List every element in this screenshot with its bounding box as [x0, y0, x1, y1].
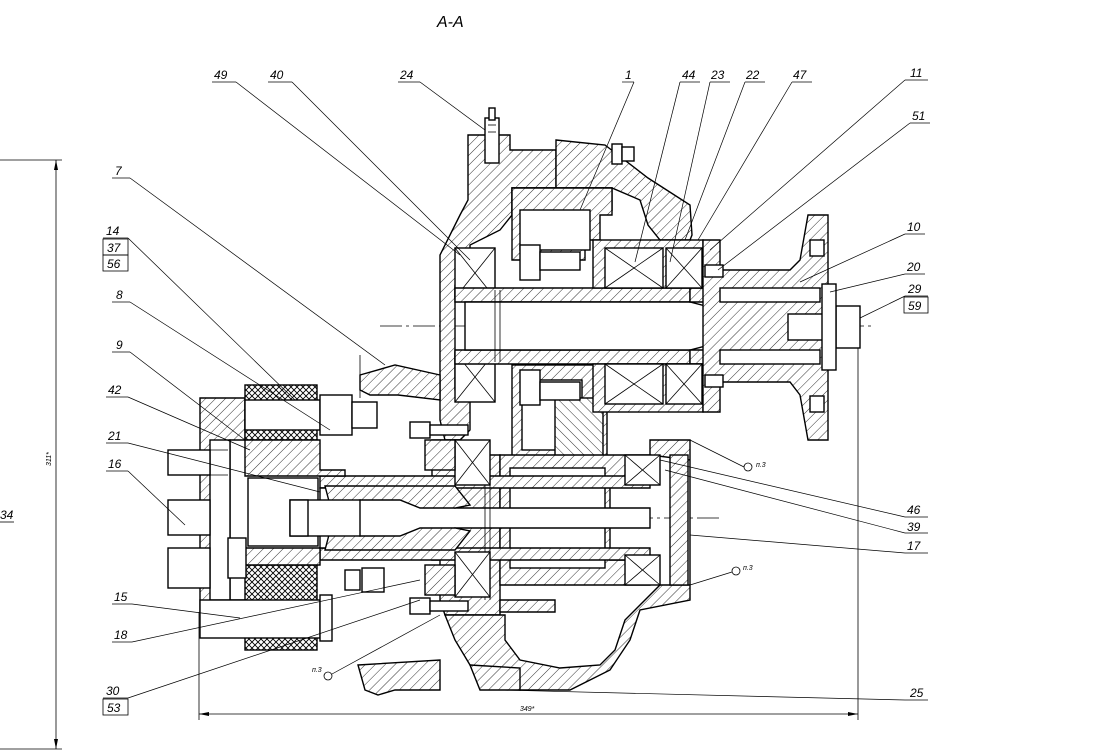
coupling-assembly [199, 384, 385, 651]
callout-16: 16 [108, 457, 122, 471]
lower-right-bearing [624, 454, 689, 586]
top-right-bolt [611, 143, 635, 165]
callout-23: 23 [710, 68, 725, 82]
callout-15: 15 [114, 590, 128, 604]
callout-49: 49 [214, 68, 228, 82]
view-mark-3: п.3 [312, 614, 441, 681]
callout-25: 25 [909, 686, 924, 700]
callout-14: 14 [106, 224, 120, 238]
upper-gear-bolts [519, 244, 581, 406]
callout-20: 20 [906, 260, 921, 274]
callout-7: 7 [115, 164, 123, 178]
callout-56: 56 [107, 257, 121, 271]
callout-9: 9 [116, 338, 123, 352]
callout-42: 42 [108, 383, 122, 397]
callout-29: 29 [907, 282, 922, 296]
callout-18: 18 [114, 628, 128, 642]
dimension-left-edge: 34 [0, 508, 14, 523]
callout-17: 17 [907, 539, 922, 553]
callout-51: 51 [912, 109, 925, 123]
callout-44: 44 [682, 68, 696, 82]
svg-text:п.3: п.3 [743, 565, 753, 572]
callout-47: 47 [793, 68, 808, 82]
callout-10: 10 [907, 220, 921, 234]
bolt-heads [167, 449, 247, 589]
callout-30: 30 [106, 684, 120, 698]
callout-24: 24 [399, 68, 414, 82]
output-flange [702, 214, 829, 441]
end-bolt [787, 283, 861, 371]
view-mark-2: п.3 [689, 565, 753, 586]
callout-1: 1 [625, 68, 632, 82]
callout-11: 11 [910, 66, 922, 80]
height-dimension-label: 311* [46, 452, 53, 466]
callout-22: 22 [745, 68, 760, 82]
callout-53: 53 [107, 701, 121, 715]
lower-left-bearing [454, 439, 491, 598]
left-edge-dimension-label: 34 [0, 508, 14, 522]
callout-39: 39 [907, 520, 921, 534]
svg-text:п.3: п.3 [756, 462, 766, 469]
callouts: 49 40 24 1 44 23 22 47 11 51 7 10 20 29 … [102, 66, 930, 716]
dimension-width: 349* [198, 330, 859, 720]
callout-46: 46 [907, 503, 921, 517]
callout-21: 21 [107, 429, 121, 443]
dimension-height: 311* [0, 159, 62, 750]
breather-plug [484, 107, 500, 164]
upper-right-bearings [592, 239, 704, 413]
callout-8: 8 [116, 288, 123, 302]
section-title: A-A [436, 14, 464, 31]
svg-text:п.3: п.3 [312, 667, 322, 674]
callout-40: 40 [270, 68, 284, 82]
lower-shaft [319, 455, 651, 600]
view-mark-1: п.3 [689, 439, 766, 472]
width-dimension-label: 349* [520, 706, 535, 713]
callout-37: 37 [107, 241, 122, 255]
callout-59: 59 [908, 299, 922, 313]
